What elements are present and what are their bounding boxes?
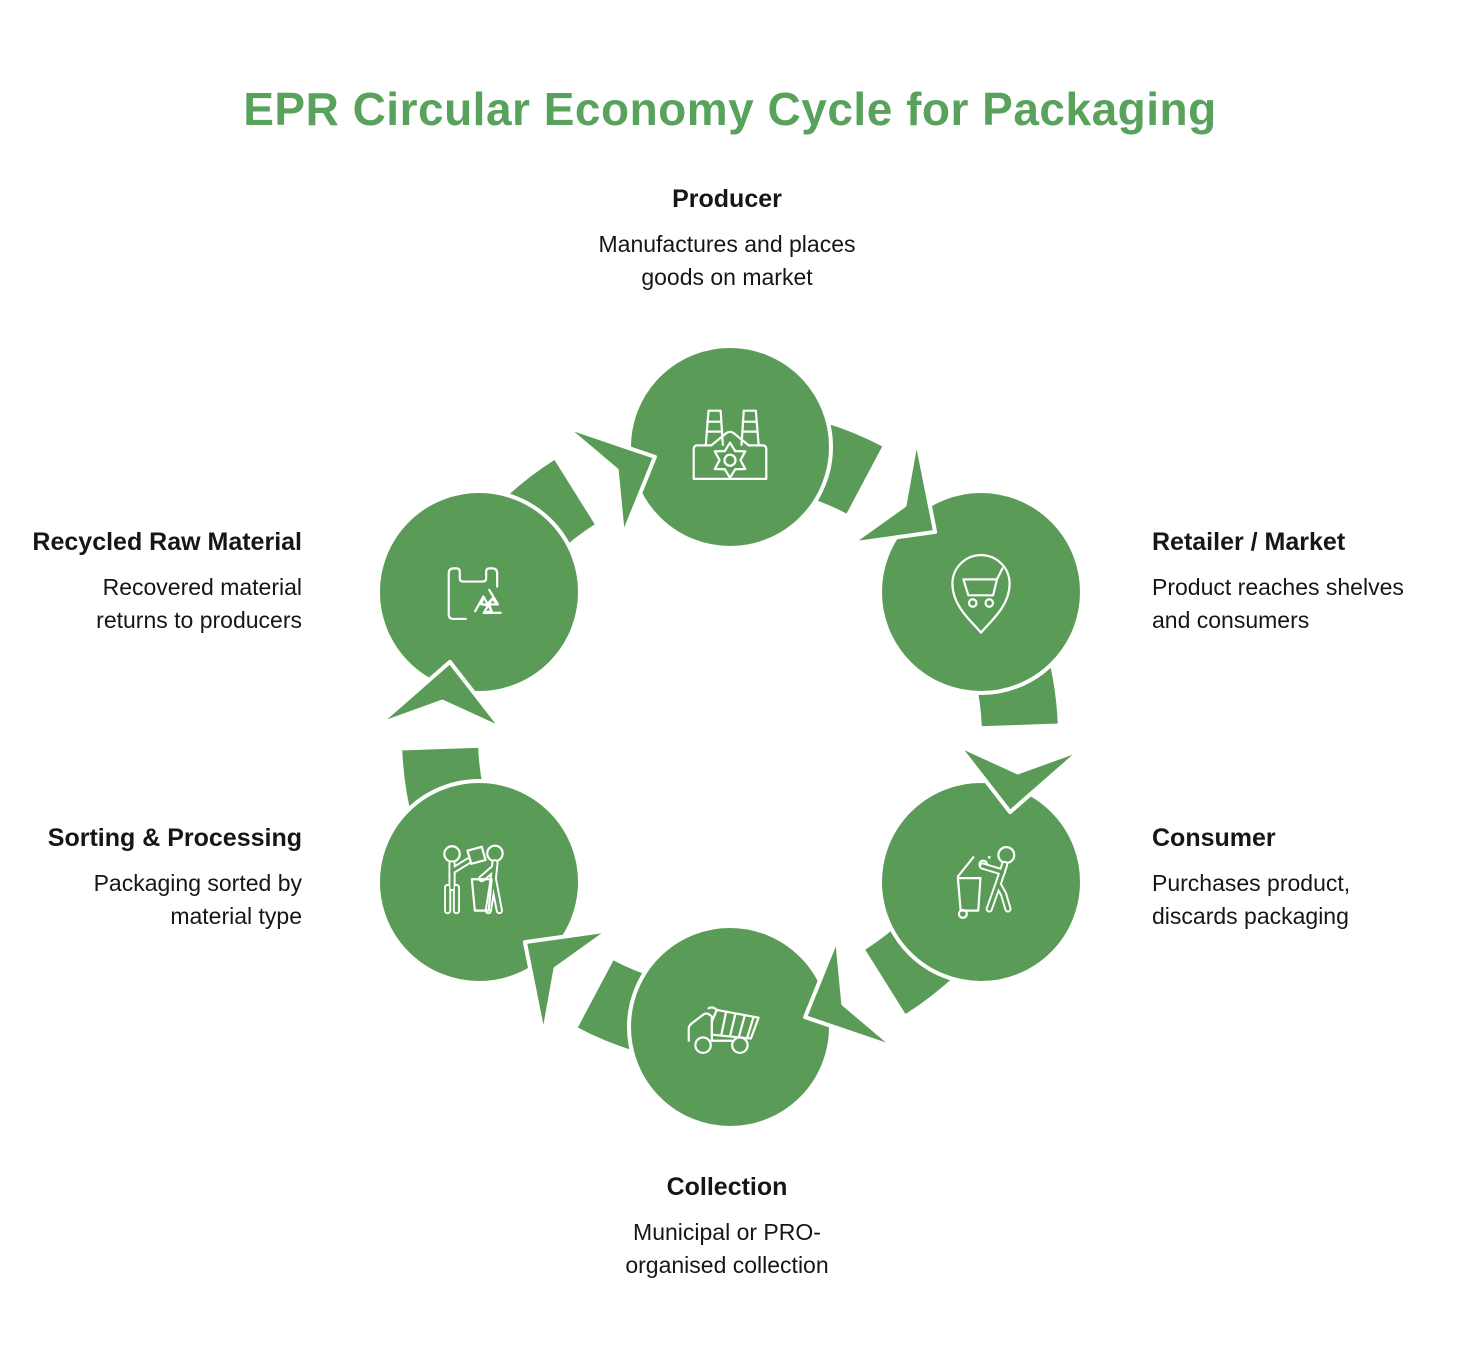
node-title-consumer: Consumer [1152, 824, 1276, 852]
node-title-retailer: Retailer / Market [1152, 528, 1346, 556]
node-description-sorting: Packaging sorted by material type [93, 870, 302, 930]
node-label-consumer: Consumer Purchases product, discards pac… [1152, 824, 1460, 934]
arrowhead-sorting-to-recycled [376, 659, 505, 731]
arrowhead-retailer-to-consumer [955, 743, 1084, 815]
node-circle-retailer [878, 489, 1084, 695]
node-description-collection: Municipal or PRO-organised collection [625, 1219, 829, 1279]
location-pin-cart-icon [951, 554, 1011, 634]
node-circle-collection [627, 924, 833, 1130]
garbage-truck-icon [687, 1006, 760, 1054]
node-description-producer: Manufactures and places goods on market [598, 231, 856, 291]
node-title-producer: Producer [672, 185, 782, 213]
cycle-node-circles [376, 344, 1084, 1130]
cycle-arrow-heads [376, 424, 1084, 1050]
arrowhead-recycled-to-producer [562, 424, 657, 538]
arrowhead-producer-to-retailer [848, 436, 938, 546]
node-label-retailer: Retailer / Market Product reaches shelve… [1152, 528, 1460, 638]
node-title-sorting: Sorting & Processing [47, 824, 302, 852]
arrowhead-consumer-to-collection [803, 936, 898, 1050]
node-label-collection: Collection Municipal or PRO-organised co… [527, 1173, 927, 1283]
page-title: EPR Circular Economy Cycle for Packaging [243, 83, 1217, 135]
node-title-recycled: Recycled Raw Material [32, 528, 302, 556]
node-label-sorting: Sorting & Processing Packaging sorted by… [2, 824, 302, 934]
node-description-retailer: Product reaches shelves and consumers [1152, 574, 1404, 634]
node-description-recycled: Recovered material returns to producers [96, 574, 302, 634]
node-label-producer: Producer Manufactures and places goods o… [527, 185, 927, 295]
people-sorting-icon [443, 844, 504, 915]
node-circle-recycled [376, 489, 582, 695]
node-description-consumer: Purchases product, discards packaging [1152, 870, 1351, 930]
recycle-symbol-icon [474, 588, 502, 615]
arrowhead-collection-to-sorting [522, 928, 612, 1038]
person-discarding-packaging-icon [956, 846, 1016, 919]
node-circle-sorting [376, 779, 582, 985]
node-label-recycled: Recycled Raw Material Recovered material… [2, 528, 302, 638]
recycled-bag-icon [447, 567, 502, 621]
factory-gear-icon [692, 409, 768, 481]
node-title-collection: Collection [666, 1173, 788, 1201]
